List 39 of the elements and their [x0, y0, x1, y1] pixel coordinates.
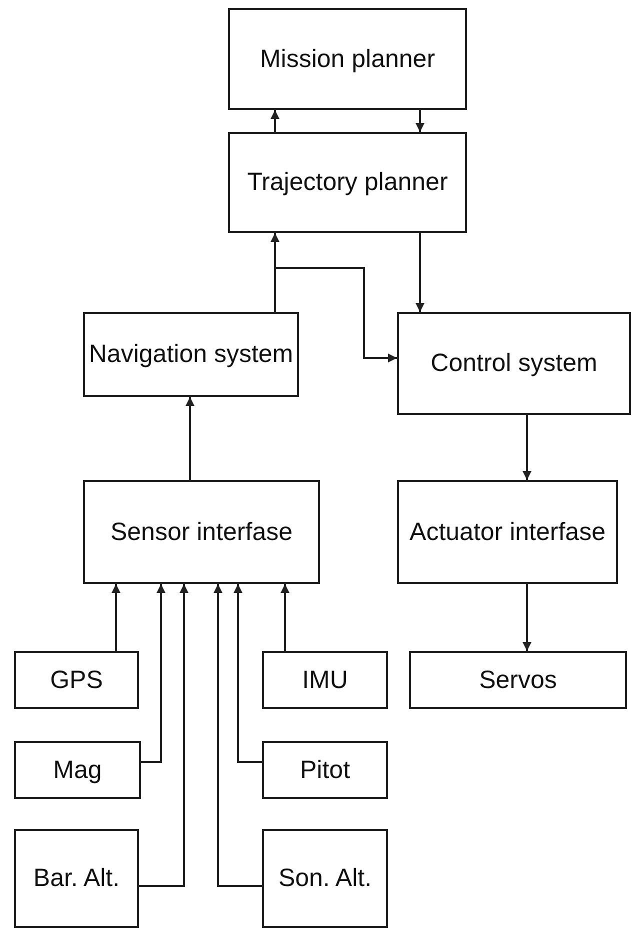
box-label: Bar. Alt. — [33, 863, 120, 894]
box-label: Servos — [479, 664, 557, 696]
process-box — [228, 8, 467, 110]
box-label: GPS — [50, 664, 103, 696]
arrow — [214, 584, 262, 887]
box-label: Mission planner — [260, 44, 436, 74]
arrow — [522, 415, 532, 480]
arrow — [234, 584, 262, 763]
arrow — [274, 267, 397, 362]
process-box — [14, 651, 139, 709]
arrow — [186, 397, 194, 480]
arrow — [522, 584, 532, 651]
process-box — [262, 741, 388, 799]
process-box — [397, 480, 618, 584]
arrow — [416, 110, 424, 132]
arrow — [139, 584, 188, 887]
process-box — [14, 741, 141, 799]
process-box — [83, 480, 320, 584]
box-label: Control system — [430, 348, 598, 379]
box-label: Mag — [53, 754, 102, 786]
arrow — [270, 110, 280, 132]
process-box — [14, 829, 139, 928]
box-label: Pitot — [300, 754, 350, 786]
process-box — [262, 829, 388, 928]
box-label: Son. Alt. — [278, 863, 372, 894]
box-label: Sensor interfase — [110, 516, 293, 548]
arrow — [280, 584, 290, 651]
arrow — [141, 584, 166, 763]
arrow — [416, 233, 424, 312]
process-box — [397, 312, 631, 415]
box-label: Navigation system — [88, 339, 294, 370]
box-label: IMU — [302, 664, 348, 696]
process-box — [262, 651, 388, 709]
arrow — [112, 584, 120, 651]
box-label: Actuator interfase — [410, 516, 606, 548]
process-box — [83, 312, 299, 397]
box-label: Trajectory planner — [247, 167, 448, 198]
process-box — [228, 132, 467, 233]
process-box — [409, 651, 627, 709]
